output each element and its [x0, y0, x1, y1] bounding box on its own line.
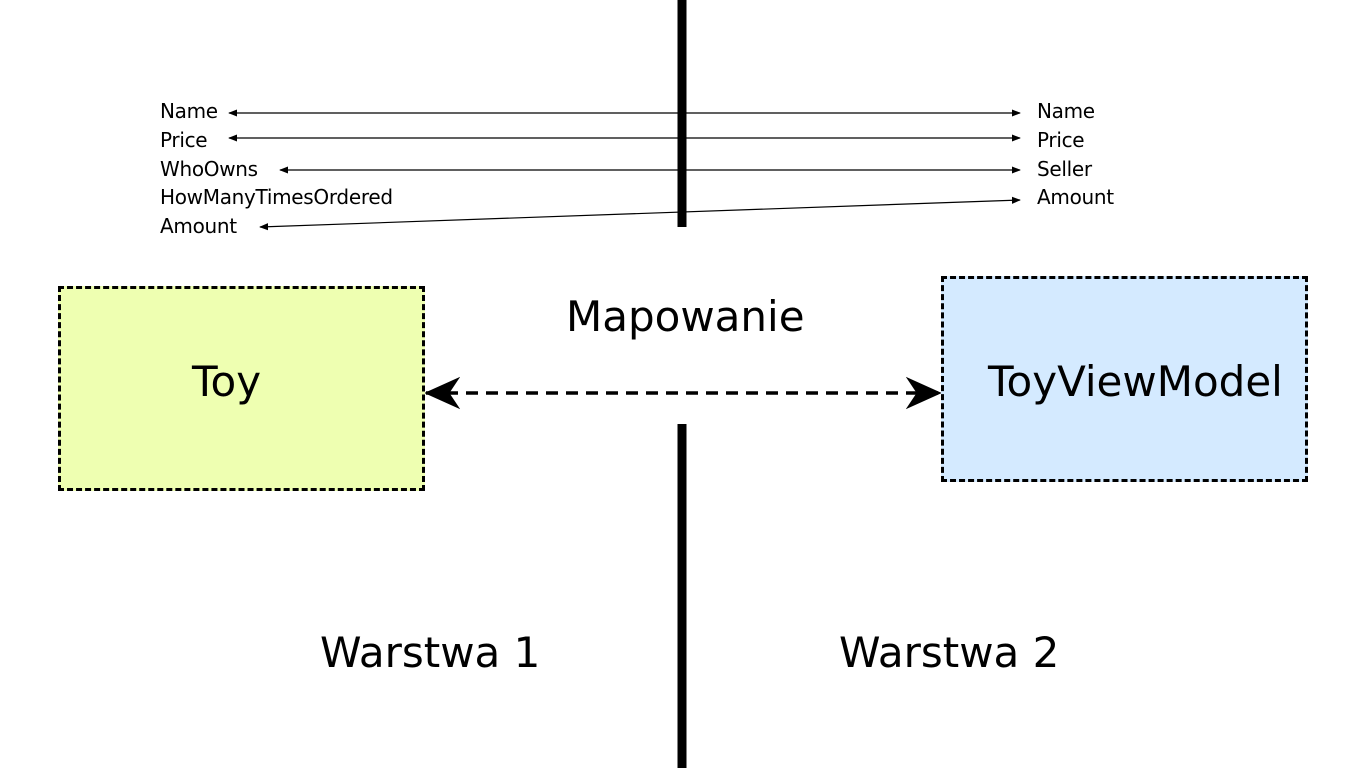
right-field-amount: Amount: [1037, 185, 1114, 209]
mapping-arrow-amount: [259, 196, 1021, 231]
layer-2-label: Warstwa 2: [839, 628, 1060, 677]
right-field-seller: Seller: [1037, 157, 1092, 181]
toyviewmodel-box: ToyViewModel: [941, 276, 1308, 482]
left-field-amount: Amount: [160, 214, 237, 238]
right-field-name: Name: [1037, 99, 1095, 123]
toy-entity-label: Toy: [192, 357, 262, 406]
left-field-howmanytimesordered: HowManyTimesOrdered: [160, 185, 393, 209]
left-field-name: Name: [160, 99, 218, 123]
mapping-label: Mapowanie: [566, 292, 805, 341]
layer-1-label: Warstwa 1: [320, 628, 541, 677]
left-field-price: Price: [160, 128, 208, 152]
toyviewmodel-label: ToyViewModel: [988, 357, 1283, 406]
right-field-price: Price: [1037, 128, 1085, 152]
toy-entity-box: Toy: [58, 286, 425, 491]
left-field-whoowns: WhoOwns: [160, 157, 258, 181]
